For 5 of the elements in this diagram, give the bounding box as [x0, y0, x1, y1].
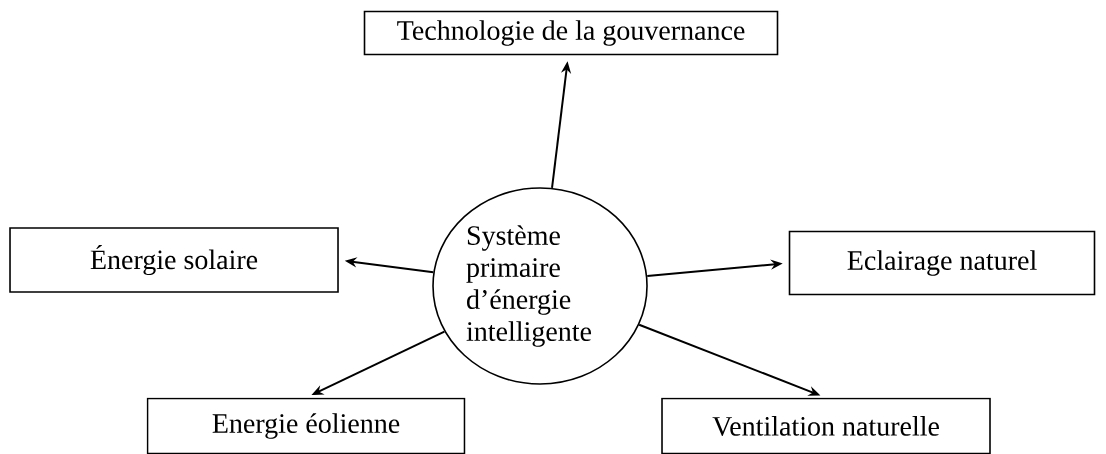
process-box: Eclairage naturel	[788, 230, 1096, 296]
process-box: Technologie de la gouvernance	[363, 10, 779, 56]
process-box: Ventilation naturelle	[661, 397, 991, 454]
process-box: Energie éolienne	[146, 397, 466, 454]
process-box: Énergie solaire	[9, 227, 339, 293]
